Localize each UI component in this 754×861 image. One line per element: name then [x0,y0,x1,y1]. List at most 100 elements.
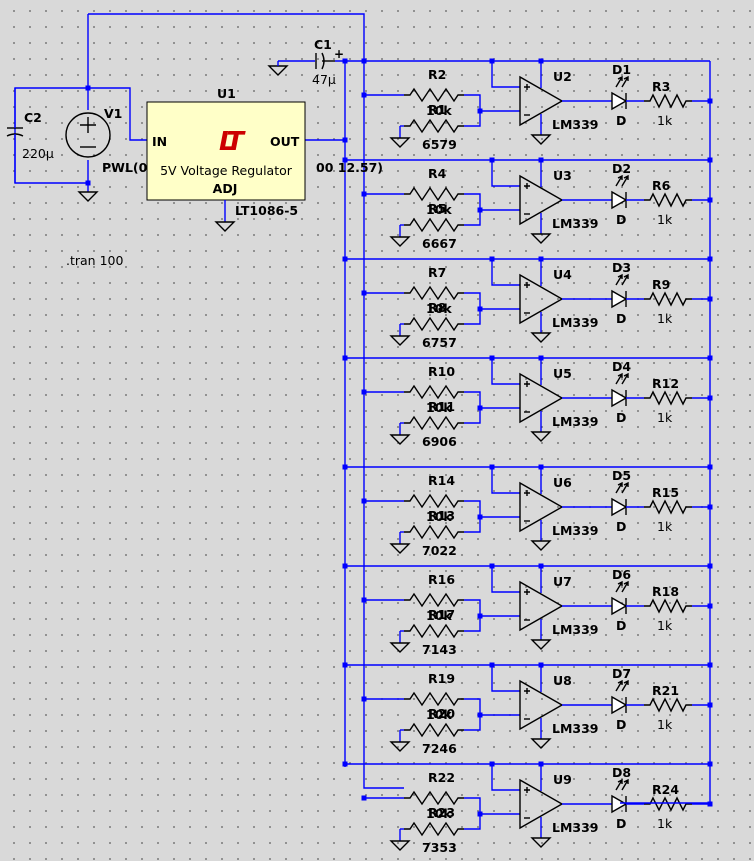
wire-rbot-right [464,616,481,632]
opamp-u7 [519,580,564,632]
opamp-u4 [519,273,564,325]
ground-symbol [530,639,552,650]
ground-symbol [389,543,411,554]
wire-divider-node [464,193,520,211]
junction-dot [707,197,713,203]
led-ref: D1 [612,62,631,77]
junction-dot [707,801,713,807]
opamp-plus-sign [524,589,530,595]
led-light-arrows-icon [615,580,629,593]
wire-ref-input [491,665,520,692]
u1-pin-adj: ADJ [213,181,238,196]
led-ref: D5 [612,468,631,483]
led-resistor-ref: R12 [652,376,679,391]
opamp-u2 [519,75,564,127]
opamp-plus-sign [524,84,530,90]
resistor-r22 [404,790,464,806]
led-d3 [611,289,628,309]
opamp-plus-sign [524,490,530,496]
resistor-r18 [644,598,692,614]
led-value: D [616,519,626,534]
junction-dot [477,207,483,213]
junction-dot [489,761,495,767]
rbot-ref: R20 [428,706,455,721]
junction-dot [489,157,495,163]
rbot-ref: R1 [428,102,446,117]
rtop-ref: R4 [428,166,447,181]
led-resistor-value: 1k [657,311,673,326]
spice-directive: .tran 100 [66,253,123,268]
junction-dot [538,256,544,262]
wire-ref-input [491,764,520,791]
junction-dot [361,696,367,702]
opamp-u3 [519,174,564,226]
led-resistor-ref: R15 [652,485,679,500]
rbot-ref: R23 [428,805,455,820]
resistor-r14 [404,493,464,509]
wire-divider-node [464,391,520,409]
led-ref: D3 [612,260,631,275]
led-value: D [616,212,626,227]
led-d7 [611,695,628,715]
wire-top-loop [88,13,365,61]
rtop-ref: R7 [428,265,446,280]
wires [14,13,711,803]
opamp-u9 [519,778,564,830]
ground-symbol [389,335,411,346]
led-value: D [616,311,626,326]
led-light-arrows-icon [615,778,629,791]
rbot-ref: R5 [428,201,446,216]
rtop-ref: R10 [428,364,455,379]
wire-divider-node [464,698,520,716]
wire-rbot-right [464,111,481,127]
ground-symbol [530,738,552,749]
junction-dot [361,389,367,395]
junction-dot [707,256,713,262]
rbot-ref: R13 [428,508,455,523]
wire-rbot-right [464,517,481,533]
led-light-arrows-icon [615,372,629,385]
resistor-r23 [404,821,464,837]
junction-dot [489,563,495,569]
rtop-ref: R19 [428,671,455,686]
rtop-value: 10k [426,608,452,623]
led-resistor-value: 1k [657,212,673,227]
ground-symbol [530,431,552,442]
junction-dot [707,296,713,302]
opamp-part: LM339 [552,523,599,538]
junction-dot [707,464,713,470]
wire-rbot-right [464,408,481,424]
ground-symbol [530,332,552,343]
junction-dot [342,563,348,569]
opamp-plus-sign [524,787,530,793]
junction-dot [477,108,483,114]
wire-divider-node [464,292,520,310]
c1-plus-label: + [334,47,344,61]
ground-symbol [389,642,411,653]
resistor-r13 [404,524,464,540]
ground-symbol [389,236,411,247]
led-light-arrows-icon [615,174,629,187]
opamp-part: LM339 [552,622,599,637]
led-resistor-value: 1k [657,816,673,831]
wire-ref-input [491,259,520,286]
junction-dot [361,795,367,801]
opamp-part: LM339 [552,315,599,330]
led-light-arrows-icon [615,273,629,286]
rtop-value: 10k [426,301,452,316]
led-value: D [616,816,626,831]
opamp-ref: U6 [553,475,572,490]
led-d2 [611,190,628,210]
wire-divider-node [464,797,520,815]
opamp-ref: U5 [553,366,572,381]
resistor-r4 [404,186,464,202]
opamp-u5 [519,372,564,424]
wire-last-stage [363,767,404,789]
led-ref: D4 [612,359,631,374]
resistor-r6 [644,192,692,208]
resistor-r12 [644,390,692,406]
